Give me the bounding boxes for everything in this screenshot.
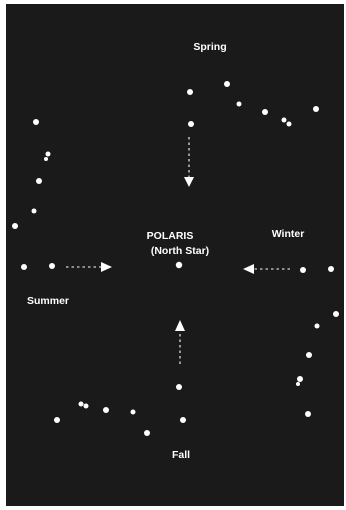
winter-star (305, 411, 311, 417)
spring-star (262, 109, 268, 115)
summer-star (12, 223, 18, 229)
spring-star (282, 118, 287, 123)
winter-label: Winter (272, 228, 305, 240)
spring-star (187, 89, 193, 95)
fall-star (54, 417, 60, 423)
summer-star (33, 119, 39, 125)
north-star-label: (North Star) (151, 245, 209, 257)
winter-star (328, 266, 334, 272)
fall-star (144, 430, 150, 436)
winter-star (297, 376, 303, 382)
summer-star (21, 264, 27, 270)
fall-star (84, 404, 89, 409)
polaris-star (176, 262, 182, 268)
winter-star (306, 352, 312, 358)
summer-star (49, 263, 55, 269)
spring-label: Spring (193, 41, 226, 53)
spring-star (287, 122, 292, 127)
winter-star (333, 311, 339, 317)
winter-star (315, 324, 320, 329)
fall-star (176, 384, 182, 390)
spring-star (224, 81, 230, 87)
fall-star (79, 402, 84, 407)
summer-label: Summer (27, 295, 69, 307)
fall-label: Fall (172, 449, 190, 461)
polaris-label: POLARIS (147, 230, 194, 242)
fall-star (103, 407, 109, 413)
summer-star (36, 178, 42, 184)
fall-star (180, 417, 186, 423)
fall-star (131, 410, 136, 415)
winter-star (296, 382, 300, 386)
summer-star (44, 157, 48, 161)
spring-star (188, 121, 194, 127)
spring-star (313, 106, 319, 112)
winter-star (300, 267, 306, 273)
summer-star (46, 152, 51, 157)
summer-star (32, 209, 37, 214)
spring-star (237, 102, 242, 107)
